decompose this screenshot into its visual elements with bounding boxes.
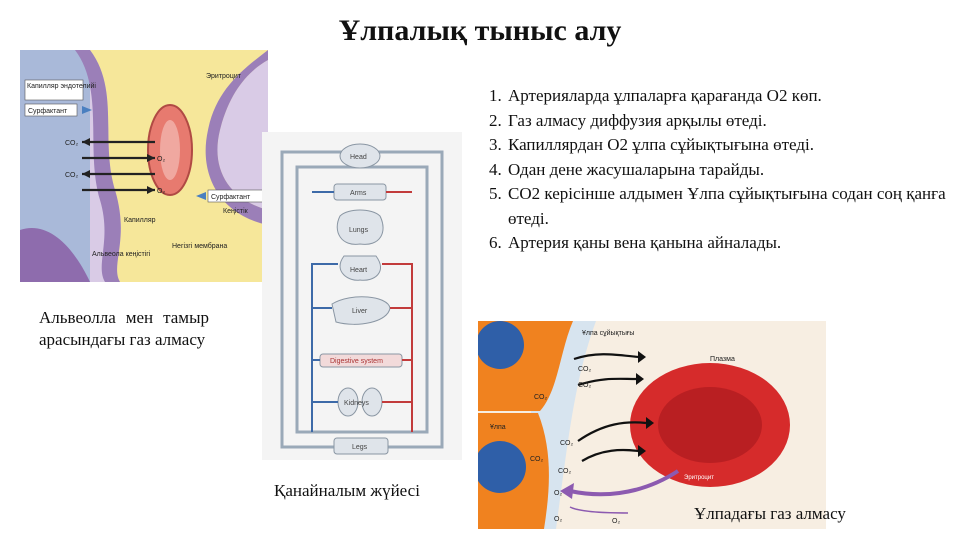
label-o2: O₂ bbox=[554, 516, 562, 523]
label-surfactant-right: Сурфактант bbox=[211, 194, 251, 201]
step-item: Одан дене жасушаларына тарайды. bbox=[506, 158, 960, 183]
label-interstitium: Кеңістік bbox=[223, 207, 249, 215]
label-tissue: Ұлпа bbox=[490, 424, 506, 431]
step-item: Артерияларда ұлпаларға қарағанда О2 көп. bbox=[506, 84, 960, 109]
slide-title: Ұлпалық тыныс алу bbox=[338, 14, 622, 47]
caption-circulation: Қанайналым жүйесі bbox=[274, 481, 420, 500]
label-tissue-fluid: Ұлпа сұйықтығы bbox=[582, 329, 634, 337]
label-kidneys: Kidneys bbox=[344, 400, 369, 407]
label-co2: CO₂ bbox=[578, 366, 592, 373]
label-heart: Heart bbox=[350, 267, 367, 274]
caption-tissue: Ұлпадағы газ алмасу bbox=[694, 504, 846, 523]
label-arms: Arms bbox=[350, 190, 367, 197]
label-co2: CO₂ bbox=[530, 456, 544, 463]
label-basement-membrane: Негізгі мембрана bbox=[172, 242, 227, 250]
alveoli-gas-exchange-figure: Капилляр эндотелийі Сурфактант Сурфактан… bbox=[20, 50, 268, 282]
label-co2: CO₂ bbox=[65, 140, 79, 147]
label-o2: O₂ bbox=[157, 188, 165, 195]
step-item: Газ алмасу диффузия арқылы өтеді. bbox=[506, 109, 960, 134]
label-co2: CO₂ bbox=[558, 468, 572, 475]
label-o2: O₂ bbox=[157, 156, 165, 163]
label-head: Head bbox=[350, 154, 367, 161]
label-legs: Legs bbox=[352, 444, 368, 451]
circulatory-system-figure: Head Arms Lungs Heart Liver Digestive sy… bbox=[262, 132, 462, 460]
label-co2: CO₂ bbox=[578, 382, 592, 389]
steps-list: Артерияларда ұлпаларға қарағанда О2 көп.… bbox=[478, 84, 960, 256]
label-alveolar-space: Альвеола кеңістігі bbox=[92, 250, 151, 258]
label-o2: O₂ bbox=[554, 490, 562, 497]
label-lungs: Lungs bbox=[349, 227, 369, 234]
label-erythrocyte: Эритроцит bbox=[684, 475, 714, 481]
label-co2: CO₂ bbox=[560, 440, 574, 447]
caption-alveoli: Альвеолла мен тамыр арасындағы газ алмас… bbox=[39, 308, 209, 349]
label-capillary-endothelium: Капилляр эндотелийі bbox=[27, 82, 96, 90]
label-plasma: Плазма bbox=[710, 356, 735, 363]
step-item: Капиллярдан О2 ұлпа сұйықтығына өтеді. bbox=[506, 133, 960, 158]
label-digestive: Digestive system bbox=[330, 358, 383, 365]
step-item: СО2 керісінше алдымен Ұлпа сұйықтығына с… bbox=[506, 182, 960, 231]
label-erythrocyte: Эритроцит bbox=[206, 73, 242, 80]
step-item: Артерия қаны вена қанына айналады. bbox=[506, 231, 960, 256]
label-liver: Liver bbox=[352, 308, 368, 315]
label-o2: O₂ bbox=[612, 518, 620, 525]
label-surfactant-left: Сурфактант bbox=[28, 108, 68, 115]
label-co2: CO₂ bbox=[65, 172, 79, 179]
label-co2: CO₂ bbox=[534, 394, 548, 401]
label-capillary: Капилляр bbox=[124, 217, 156, 224]
tissue-gas-exchange-figure: Ұлпа сұйықтығы Плазма Ұлпа Эритроцит CO₂… bbox=[478, 321, 826, 529]
